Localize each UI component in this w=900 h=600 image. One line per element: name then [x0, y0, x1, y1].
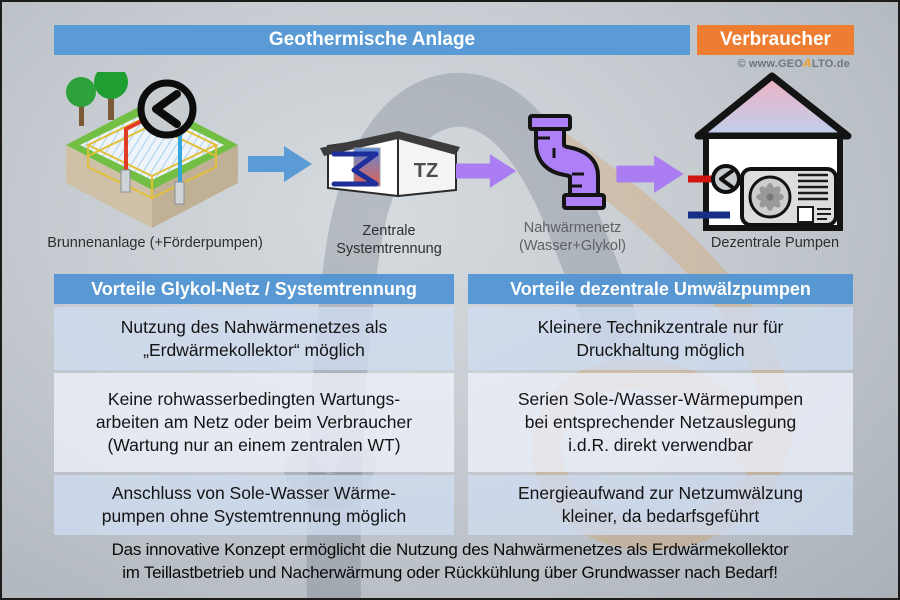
table-cell-r3-right: Energieaufwand zur Netzumwälzung kleiner… — [468, 475, 853, 535]
central-separation-icon: TZ — [320, 131, 460, 198]
label-heat-network: Nahwärmenetz (Wasser+Glykol) — [518, 220, 626, 255]
house-roof — [694, 72, 852, 140]
summary-text: Das innovative Konzept ermöglicht die Nu… — [111, 540, 789, 582]
title-bar-geothermal: Geothermische Anlage — [54, 25, 690, 55]
pipe-detail-ticks — [538, 136, 584, 188]
wells-icon — [66, 72, 238, 228]
table-cell-r2-left: Keine rohwasserbedingten Wartungs- arbei… — [54, 373, 454, 472]
aquifer-grid — [85, 112, 219, 200]
label-decentral-pumps: Dezentrale Pumpen — [710, 235, 840, 251]
tree-icon — [66, 72, 128, 126]
label-wells: Brunnenanlage (+Förderpumpen) — [47, 235, 263, 251]
copyright-credit: © www.GEOALTO.de — [737, 56, 850, 70]
decentral-pump-badge-icon — [711, 164, 741, 194]
table-cell-r3-left: Anschluss von Sole-Wasser Wärme- pumpen … — [54, 475, 454, 535]
heat-pump-unit — [740, 167, 838, 227]
table-header-glycol: Vorteile Glykol-Netz / Systemtrennung — [54, 274, 454, 304]
unit-controls — [817, 208, 831, 220]
table-cell-r1-left: Nutzung des Nahwärmenetzes als „Erdwärme… — [54, 307, 454, 370]
heat-network-pipe-icon — [528, 114, 606, 210]
table-cell-r2-right: Serien Sole-/Wasser-Wärmepumpen bei ents… — [468, 373, 853, 472]
flow-arrow-blue-icon — [248, 146, 312, 182]
heat-exchanger-pipe — [331, 151, 379, 187]
table-header-pumps: Vorteile dezentrale Umwälzpumpen — [468, 274, 853, 304]
credit-suffix: LTO.de — [811, 58, 850, 70]
title-bar-consumer: Verbraucher — [697, 25, 854, 55]
flow-arrow-purple2-icon — [616, 155, 684, 193]
tz-badge-text: TZ — [414, 160, 438, 182]
flow-arrow-purple-icon — [456, 154, 517, 188]
label-central-separation: Zentrale Systemtrennung — [336, 223, 442, 258]
comparison-table: Vorteile Glykol-Netz / Systemtrennung Vo… — [54, 274, 853, 535]
credit-prefix: © www.GEO — [737, 58, 804, 70]
unit-grille — [798, 173, 828, 201]
pump-badge-icon — [137, 79, 197, 139]
consumer-house-icon — [688, 72, 852, 231]
geoalto-logo-a-icon: A — [803, 56, 812, 70]
table-cell-r1-right: Kleinere Technikzentrale nur für Druckha… — [468, 307, 853, 370]
